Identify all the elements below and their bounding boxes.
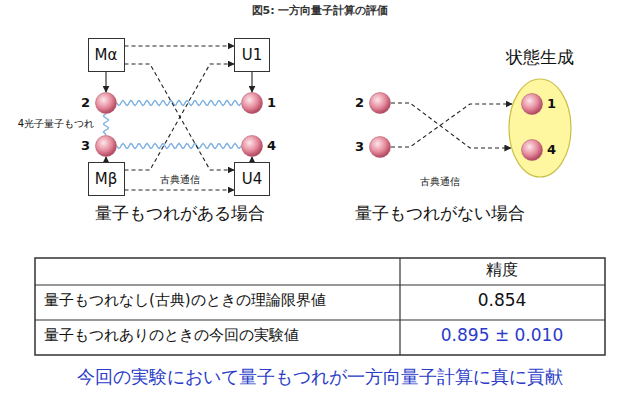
- photon-ball: 4: [241, 135, 263, 157]
- classical-channel: [125, 64, 235, 170]
- subfigure-caption: 量子もつれがある場合: [93, 204, 267, 223]
- box-label: Mα: [89, 39, 124, 71]
- photon-ball: 3: [369, 136, 391, 158]
- photon-sphere: [521, 93, 543, 115]
- photon-sphere: [370, 93, 391, 114]
- photon-sphere: [242, 136, 263, 157]
- classical-channel: [125, 64, 235, 170]
- channel-label: 古典通信: [158, 174, 202, 186]
- classical-channel: [125, 189, 235, 190]
- ellipse-outline: [509, 79, 571, 177]
- photon-ball: 4: [521, 139, 543, 161]
- subfigure-caption: 量子もつれがない場合: [353, 204, 527, 223]
- photon-sphere: [95, 135, 117, 157]
- entanglement-wave: [117, 143, 241, 148]
- measurement-box: Mα: [88, 38, 125, 72]
- classical-channel: [125, 45, 235, 46]
- conclusion-caption: 今回の実験において量子もつれが一方向量子計算に真に貢献: [75, 366, 565, 388]
- entanglement-note: 4光子量子もつれ: [16, 118, 96, 130]
- measurement-box: Mβ: [88, 162, 125, 196]
- measurement-arrow: [251, 72, 252, 92]
- table-frame: [35, 258, 605, 355]
- table-cell: 量子もつれありのときの今回の実験値: [42, 327, 301, 344]
- photon-sphere: [522, 94, 543, 115]
- entanglement-wave: [117, 100, 241, 105]
- photon-sphere: [96, 93, 117, 114]
- table-row-line: [35, 284, 605, 285]
- photon-number: 3: [81, 138, 90, 154]
- measurement-arrow: [105, 72, 106, 92]
- photon-sphere: [370, 137, 391, 158]
- unitary-box: U1: [234, 38, 270, 72]
- photon-number: 4: [547, 142, 556, 158]
- photon-ball: 3: [95, 135, 117, 157]
- table-cell: 量子もつれなし(古典)のときの理論限界値: [42, 292, 328, 309]
- box-label: Mβ: [89, 163, 124, 195]
- photon-number: 1: [267, 95, 276, 111]
- figure-title: 図5: 一方向量子計算の評価: [250, 4, 391, 18]
- photon-ball: 2: [369, 92, 391, 114]
- photon-sphere: [241, 135, 263, 157]
- photon-sphere: [369, 136, 391, 158]
- classical-channel: [391, 104, 512, 147]
- group-heading: 状態生成: [506, 46, 574, 68]
- photon-sphere: [242, 93, 263, 114]
- photon-sphere: [521, 139, 543, 161]
- photon-sphere: [241, 92, 263, 114]
- classical-channel: [391, 103, 511, 148]
- state-ellipse: 状態生成14: [508, 78, 572, 178]
- photon-number: 1: [547, 96, 556, 112]
- entanglement-wave: [103, 114, 108, 135]
- photon-ball: 1: [241, 92, 263, 114]
- unitary-box: U4: [234, 162, 270, 196]
- photon-sphere: [522, 140, 543, 161]
- box-label: U4: [235, 163, 269, 195]
- photon-number: 2: [81, 95, 90, 111]
- photon-number: 3: [355, 139, 364, 155]
- ellipse-outline: [508, 78, 572, 178]
- channel-label: 古典通信: [418, 176, 462, 188]
- photon-sphere: [96, 136, 117, 157]
- photon-sphere: [95, 92, 117, 114]
- table-value: 0.854: [476, 291, 529, 310]
- table-row-line: [35, 319, 605, 320]
- table-header: 精度: [484, 261, 520, 279]
- table-column-line: [399, 258, 400, 355]
- box-label: U1: [235, 39, 269, 71]
- table-value: 0.895 ± 0.010: [439, 326, 565, 345]
- photon-ball: 2: [95, 92, 117, 114]
- photon-number: 4: [267, 138, 276, 154]
- photon-ball: 1: [521, 93, 543, 115]
- photon-sphere: [369, 92, 391, 114]
- photon-number: 2: [355, 95, 364, 111]
